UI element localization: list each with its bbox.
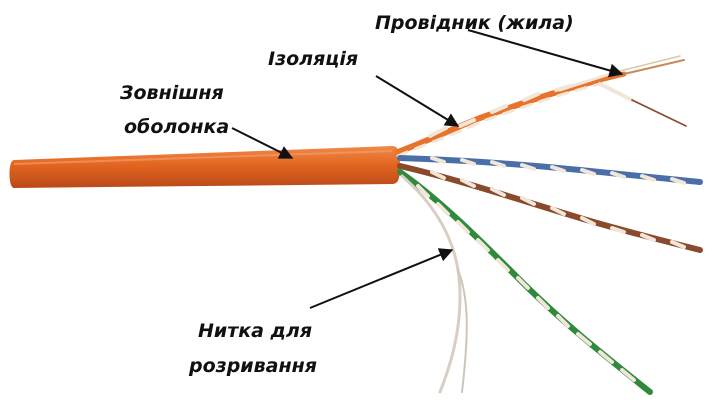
insulation-arrow <box>376 76 458 126</box>
conductor-arrow <box>468 30 622 74</box>
outer-jacket-label-line2: оболонка <box>124 114 229 140</box>
ripcord-arrow <box>310 250 452 308</box>
conductor-label: Провідник (жила) <box>375 10 574 36</box>
insulation-label: Ізоляція <box>268 46 358 72</box>
ripcord-label-line2: розривання <box>189 353 317 379</box>
orange-twisted-pair <box>398 56 686 156</box>
green-twisted-pair <box>400 172 650 392</box>
outer-jacket-label-line1: Зовнішня <box>120 80 224 106</box>
ripcord-thread <box>402 176 467 392</box>
ripcord-label-line1: Нитка для <box>198 318 312 344</box>
outer-jacket <box>10 146 401 188</box>
